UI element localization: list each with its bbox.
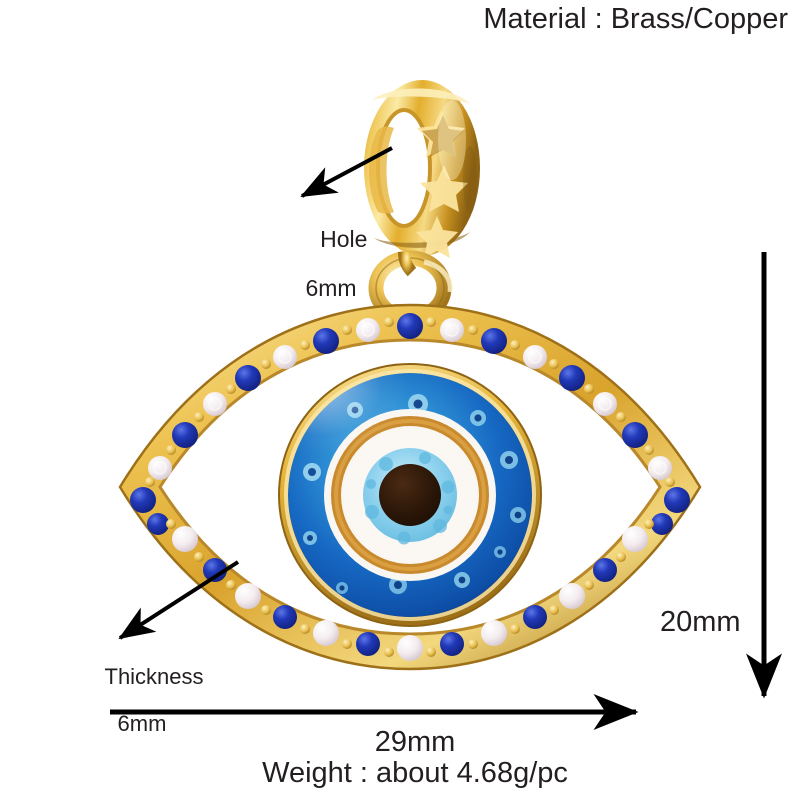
thickness-callout-line1: Thickness [104,663,204,689]
hole-callout-label: Hole 6mm [276,202,386,351]
thickness-callout-line2: 6mm [117,711,167,737]
material-label: Material : Brass/Copper [483,3,788,35]
weight-label: Weight : about 4.68g/pc [262,757,568,789]
evil-eye-cabochon [278,363,542,627]
height-dimension-label: 20mm [660,606,741,638]
hole-callout-line2: 6mm [305,275,357,302]
width-dimension-label: 29mm [374,726,456,758]
hole-callout-line1: Hole [320,225,368,252]
thickness-callout-label: Thickness 6mm [62,641,222,784]
